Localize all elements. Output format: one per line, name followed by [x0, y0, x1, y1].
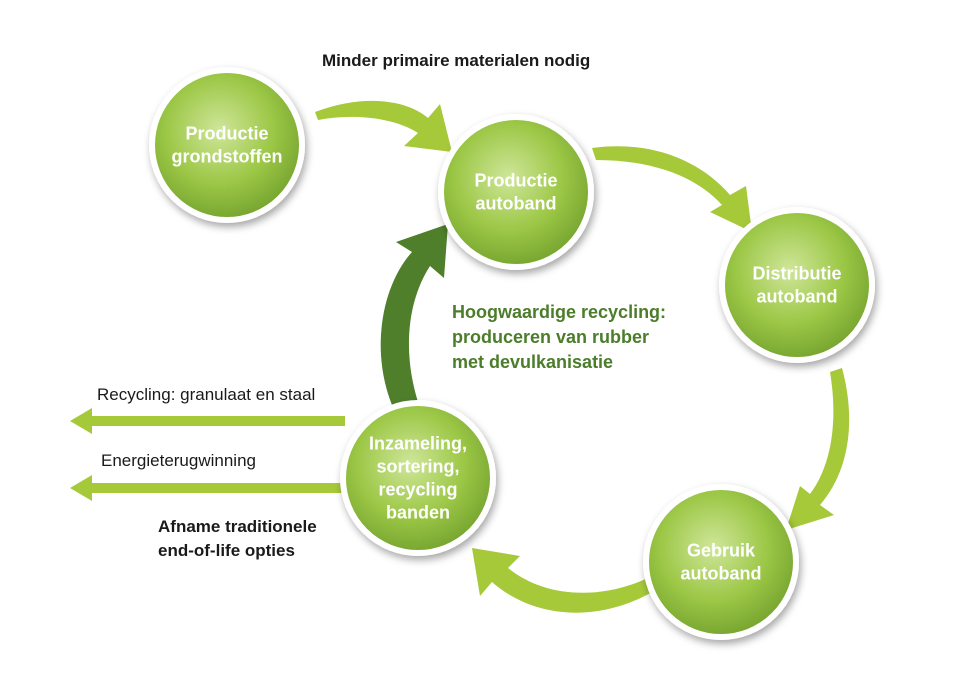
arrow-distributie-to-gebruik [786, 368, 850, 530]
left-arrow-2-label: Energieterugwinning [101, 451, 256, 470]
arrow-recycling-granulaat [70, 408, 345, 434]
arrow-grondstoffen-to-autoband [315, 100, 452, 152]
arrow-inzameling-to-autoband [380, 224, 448, 405]
recycling-title: Hoogwaardige recycling: produceren van r… [452, 302, 671, 372]
node-circle [438, 114, 594, 270]
node-circle [340, 400, 496, 556]
left-arrow-1-label: Recycling: granulaat en staal [97, 385, 315, 404]
node-circle [719, 207, 875, 363]
bottom-left-caption: Afname traditionele end-of-life opties [158, 517, 321, 560]
arrow-productie-to-distributie [592, 146, 752, 232]
node-circle [643, 484, 799, 640]
arrow-gebruik-to-inzameling [472, 548, 652, 613]
node-circle [149, 67, 305, 223]
arrow-energieterugwinning [70, 475, 345, 501]
top-caption: Minder primaire materialen nodig [322, 51, 590, 70]
